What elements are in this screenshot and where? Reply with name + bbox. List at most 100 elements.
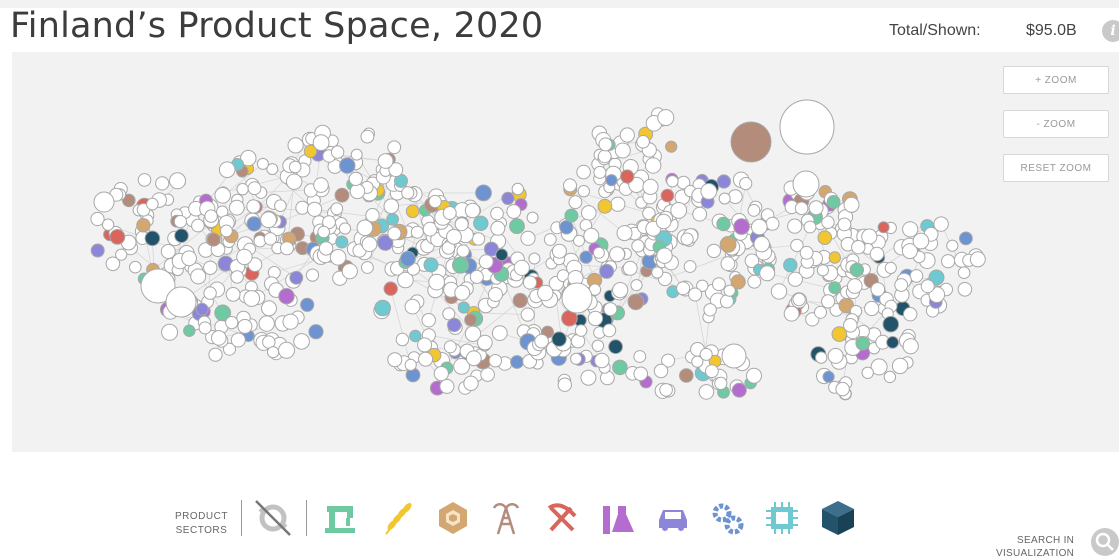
product-node[interactable]	[136, 218, 151, 233]
product-node[interactable]	[688, 287, 703, 302]
product-node[interactable]	[719, 294, 734, 309]
product-node[interactable]	[826, 195, 841, 209]
info-icon[interactable]: i	[1102, 20, 1119, 42]
product-node[interactable]	[759, 265, 776, 282]
product-node[interactable]	[814, 305, 827, 319]
product-node[interactable]	[883, 370, 897, 384]
product-node[interactable]	[716, 174, 732, 189]
product-node[interactable]	[920, 279, 935, 294]
product-node[interactable]	[421, 313, 436, 328]
product-node[interactable]	[422, 221, 438, 237]
product-node[interactable]	[520, 307, 535, 322]
product-node[interactable]	[225, 316, 239, 330]
product-node[interactable]	[733, 218, 750, 235]
product-node[interactable]	[822, 370, 835, 383]
product-node[interactable]	[821, 294, 836, 309]
product-node[interactable]	[511, 182, 524, 196]
product-node[interactable]	[198, 321, 212, 335]
product-node[interactable]	[329, 249, 347, 266]
product-node[interactable]	[279, 241, 294, 256]
product-node[interactable]	[161, 323, 179, 341]
product-node[interactable]	[122, 193, 136, 208]
product-node[interactable]	[851, 240, 866, 255]
product-node[interactable]	[528, 252, 541, 265]
agriculture-wheat-icon[interactable]	[380, 498, 420, 538]
product-node[interactable]	[477, 334, 493, 351]
product-node[interactable]	[236, 183, 249, 196]
product-node[interactable]	[957, 282, 973, 297]
product-node[interactable]	[969, 251, 986, 268]
product-node[interactable]	[350, 148, 363, 161]
product-node[interactable]	[339, 157, 356, 174]
product-node[interactable]	[338, 222, 352, 235]
product-node[interactable]	[488, 287, 503, 302]
product-node[interactable]	[831, 326, 848, 342]
product-node[interactable]	[287, 137, 304, 154]
product-node[interactable]	[597, 198, 613, 214]
product-node[interactable]	[593, 165, 607, 179]
product-node[interactable]	[783, 257, 798, 273]
product-node[interactable]	[211, 330, 227, 346]
product-node[interactable]	[409, 329, 422, 343]
product-node[interactable]	[247, 257, 263, 273]
product-node[interactable]	[230, 332, 246, 348]
product-node[interactable]	[718, 192, 731, 205]
product-node[interactable]	[228, 199, 245, 216]
product-node[interactable]	[404, 298, 421, 315]
product-node[interactable]	[770, 283, 788, 300]
product-node[interactable]	[247, 181, 262, 196]
product-node[interactable]	[510, 355, 524, 369]
product-node[interactable]	[828, 251, 841, 264]
product-node[interactable]	[642, 178, 659, 195]
product-node[interactable]	[799, 245, 814, 260]
product-node[interactable]	[666, 175, 679, 188]
product-node[interactable]	[240, 149, 257, 167]
product-node[interactable]	[488, 354, 502, 368]
product-node[interactable]	[765, 216, 780, 231]
product-node[interactable]	[428, 194, 442, 209]
product-node[interactable]	[361, 236, 378, 253]
product-node[interactable]	[439, 378, 455, 394]
product-node[interactable]	[959, 231, 973, 246]
product-node[interactable]	[442, 206, 457, 220]
product-node[interactable]	[861, 366, 874, 379]
product-node[interactable]	[559, 220, 574, 235]
product-node[interactable]	[723, 284, 736, 297]
product-node[interactable]	[195, 302, 209, 316]
search-icon[interactable]	[1091, 528, 1119, 556]
product-node[interactable]	[308, 324, 324, 340]
product-node[interactable]	[456, 244, 470, 258]
product-node[interactable]	[568, 195, 583, 210]
product-node[interactable]	[220, 224, 233, 238]
zoom-out-button[interactable]: - ZOOM	[1003, 110, 1109, 138]
other-box-icon[interactable]	[818, 498, 858, 538]
product-node[interactable]	[619, 127, 635, 143]
product-node[interactable]	[181, 250, 198, 267]
product-node[interactable]	[705, 364, 719, 379]
product-node[interactable]	[433, 366, 449, 382]
product-node[interactable]	[387, 352, 403, 368]
zoom-in-button[interactable]: + ZOOM	[1003, 66, 1109, 94]
product-node[interactable]	[612, 282, 629, 299]
product-node[interactable]	[237, 318, 253, 334]
product-node[interactable]	[286, 173, 303, 190]
product-node[interactable]	[817, 230, 833, 245]
product-node[interactable]	[206, 232, 221, 247]
product-space-visualization[interactable]: + ZOOM - ZOOM RESET ZOOM	[12, 52, 1119, 452]
product-node[interactable]	[670, 202, 688, 219]
product-node[interactable]	[387, 226, 402, 241]
electronics-chip-icon[interactable]	[762, 498, 802, 538]
product-node[interactable]	[537, 284, 554, 302]
product-node[interactable]	[551, 243, 567, 259]
product-node[interactable]	[870, 358, 888, 376]
product-node[interactable]	[659, 383, 673, 397]
product-node[interactable]	[912, 232, 930, 250]
product-node[interactable]	[443, 340, 457, 354]
product-node[interactable]	[428, 273, 446, 291]
product-node[interactable]	[909, 269, 924, 283]
product-node[interactable]	[464, 313, 478, 327]
product-node[interactable]	[410, 225, 424, 239]
product-node[interactable]	[653, 363, 669, 379]
product-node[interactable]	[204, 209, 218, 223]
product-node[interactable]	[598, 137, 613, 152]
